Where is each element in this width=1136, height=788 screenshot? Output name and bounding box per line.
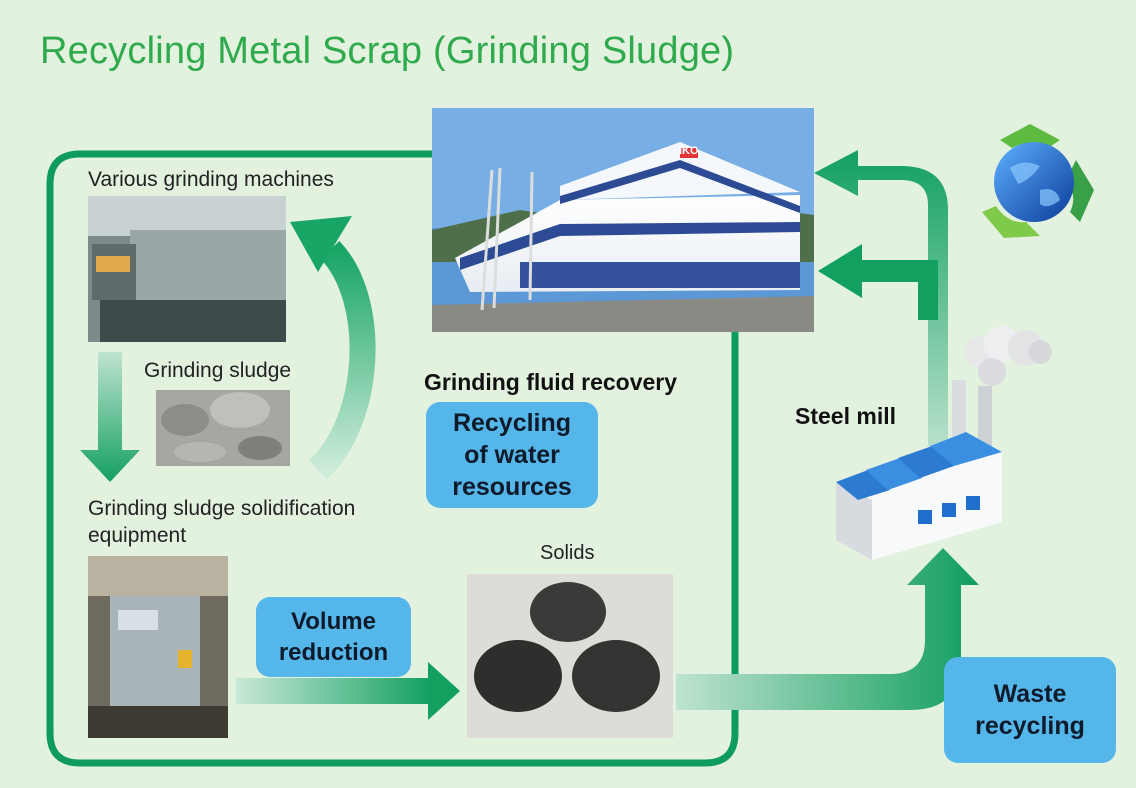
steel-mill-factory-icon (836, 326, 1052, 560)
grinding-machine-photo (88, 196, 286, 342)
badge-water-line1: Recycling (452, 409, 572, 437)
label-solidification-line1: Grinding sludge solidification (88, 497, 356, 520)
badge-waste-recycling: Waste recycling (944, 657, 1116, 763)
process-loop-line (46, 150, 739, 767)
badge-water-recycling: Recycling of water resources (426, 402, 598, 508)
volume-reduction-arrow (236, 662, 460, 720)
recycle-globe-icon (982, 124, 1094, 238)
badge-waste-line1: Waste (993, 680, 1067, 708)
factory-building-photo (432, 108, 814, 332)
page-title: Recycling Metal Scrap (Grinding Sludge) (40, 30, 735, 72)
badge-volume-line2: reduction (278, 639, 389, 666)
label-various-machines: Various grinding machines (88, 168, 334, 191)
label-grinding-sludge: Grinding sludge (144, 359, 292, 382)
fluid-return-curved-arrow (290, 216, 376, 480)
badge-water-line3: resources (452, 473, 572, 501)
label-steel-mill: Steel mill (795, 403, 896, 429)
badge-volume-line1: Volume (291, 608, 376, 635)
badge-waste-line2: recycling (975, 712, 1085, 740)
badge-water-line2: of water (464, 441, 560, 469)
grinding-sludge-photo (156, 390, 290, 466)
to-steel-mill-arrow (676, 548, 979, 710)
factory-sign: IKO (679, 145, 699, 157)
solidification-equipment-photo (88, 556, 228, 738)
steel-return-arrows (814, 150, 948, 460)
label-solidification-line2: equipment (88, 524, 187, 547)
solids-photo (467, 574, 673, 738)
label-solids: Solids (540, 542, 595, 564)
label-fluid-recovery: Grinding fluid recovery (424, 369, 678, 395)
down-arrow (80, 352, 140, 482)
badge-volume-reduction: Volume reduction (256, 597, 411, 677)
